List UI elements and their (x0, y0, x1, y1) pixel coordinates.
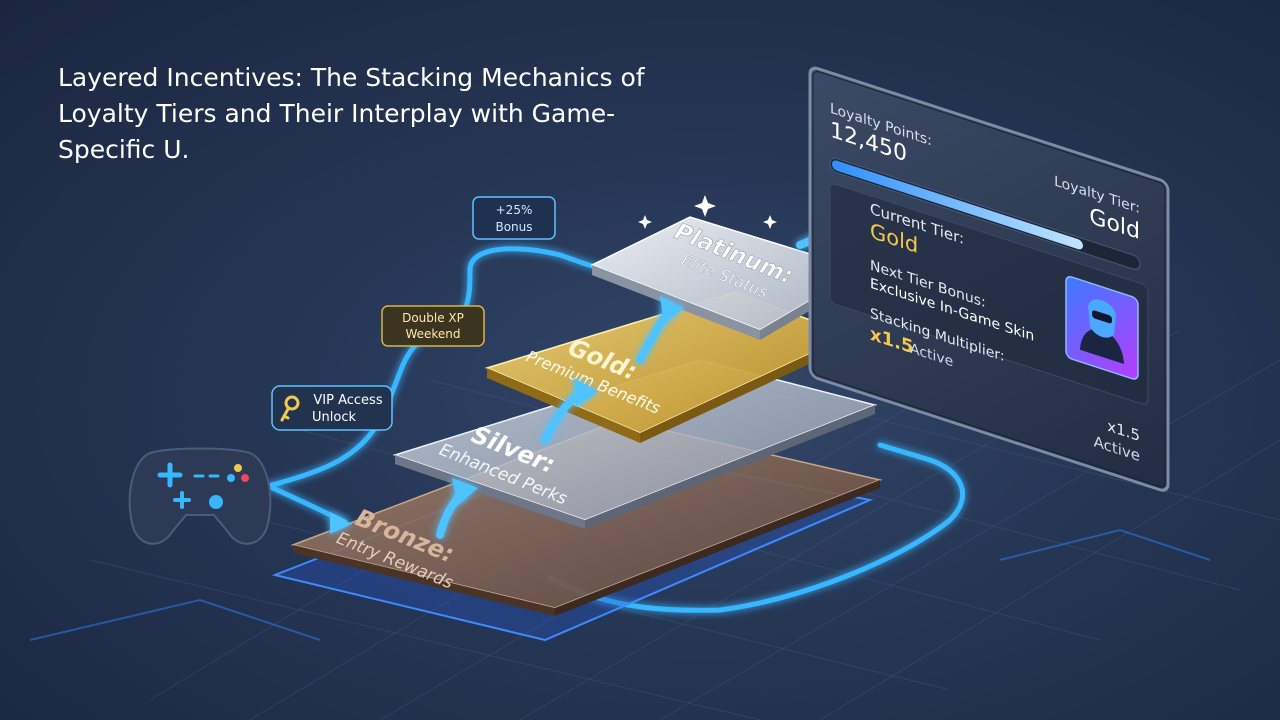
loyalty-panel: Loyalty Points: 12,450 Loyalty Tier: Gol… (808, 66, 1170, 492)
badge-vip: VIP Access Unlock (271, 385, 393, 431)
badge-bonus-line1: +25% (496, 203, 533, 217)
badge-double-xp-line1: Double XP (402, 311, 464, 325)
floor-circuit (29, 528, 1211, 641)
badge-double-xp-line2: Weekend (405, 327, 460, 341)
badge-bonus: +25% Bonus (472, 196, 556, 240)
page-title: Layered Incentives: The Stacking Mechani… (58, 63, 645, 164)
points-progress-fill (832, 160, 1083, 250)
badge-bonus-line2: Bonus (495, 220, 532, 234)
key-icon (280, 395, 300, 422)
badge-vip-line2: Unlock (312, 410, 356, 425)
badge-double-xp: Double XP Weekend (381, 305, 485, 347)
gamepad-icon (128, 447, 272, 545)
tier-platinum: Platinum: Elite Status (590, 216, 864, 340)
avatar-skin-icon (1065, 276, 1139, 380)
badge-vip-line1: VIP Access (313, 393, 382, 408)
